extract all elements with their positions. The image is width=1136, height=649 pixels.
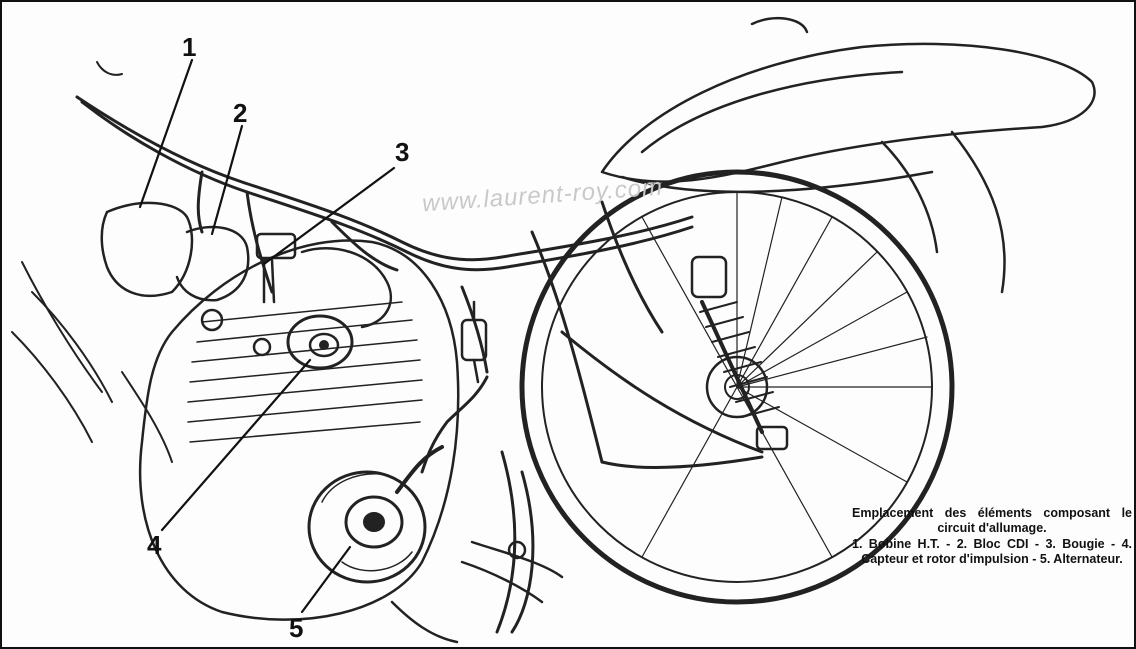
leader-2 [210,124,244,236]
ignition-rotor [286,314,354,370]
callout-4: 4 [147,530,162,560]
leader-4 [160,358,312,532]
frame-tubes [495,200,764,634]
alternator [307,445,444,584]
wire-connector [460,300,488,384]
leader-3 [262,166,396,266]
footpeg-area [390,540,564,644]
callout-3: 3 [395,137,410,167]
engine-block [138,239,460,621]
leader-lines [138,58,396,614]
handlebar-area [11,61,173,463]
leader-1 [138,58,194,209]
callout-2: 2 [233,98,248,128]
callout-1: 1 [182,32,197,62]
seat-and-tank [600,17,1096,294]
rear-shock [690,255,789,451]
callout-5: 5 [289,613,304,643]
leader-5 [300,545,352,614]
wiring-harness [75,95,694,474]
figure-caption: Emplacement des éléments composant le ci… [852,506,1132,567]
caption-legend: 1. Bobine H.T. - 2. Bloc CDI - 3. Bougie… [852,537,1132,566]
caption-title: Emplacement des éléments composant le ci… [852,506,1132,535]
